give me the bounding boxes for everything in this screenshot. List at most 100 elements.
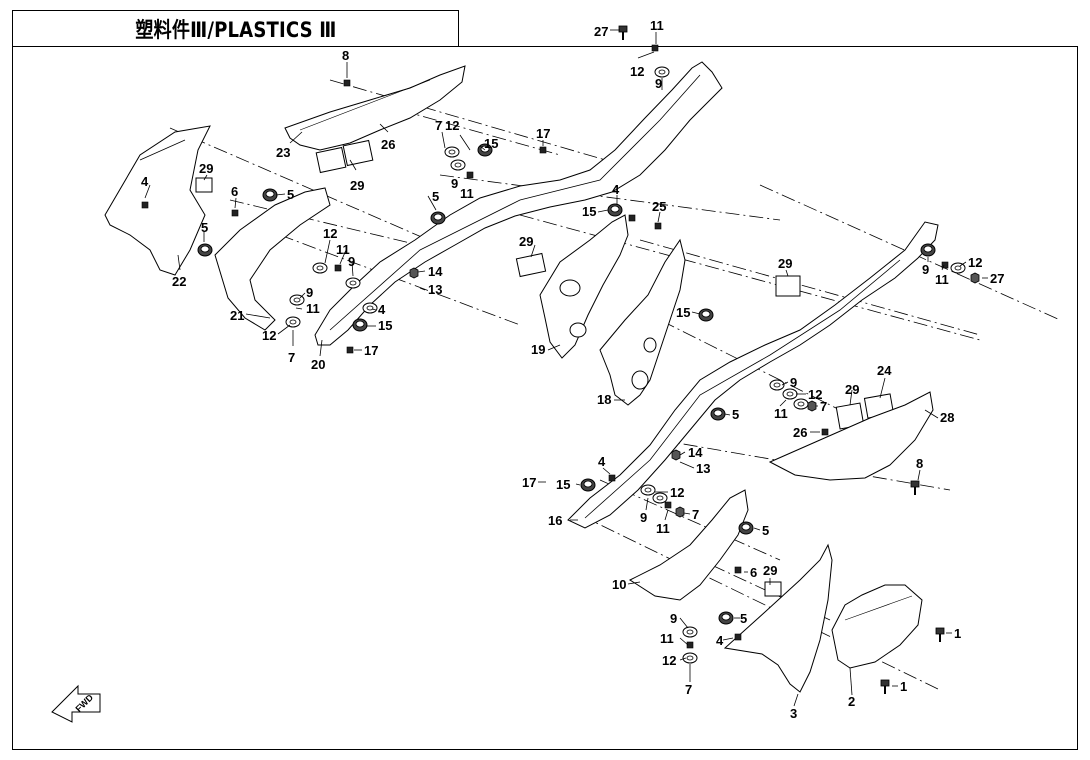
part-22-side-panel bbox=[104, 125, 211, 276]
callout-label: 11 bbox=[935, 272, 949, 287]
callout-label: 12 bbox=[323, 226, 337, 241]
callout-label: 28 bbox=[940, 410, 954, 425]
callout-label: 15 bbox=[378, 318, 392, 333]
callout-label: 8 bbox=[916, 456, 923, 471]
callout-label: 4 bbox=[612, 182, 620, 197]
callout-label: 15 bbox=[676, 305, 690, 320]
callout-label: 17 bbox=[536, 126, 550, 141]
part-21-bracket bbox=[214, 187, 331, 331]
callout-label: 26 bbox=[793, 425, 807, 440]
callout-label: 11 bbox=[650, 18, 664, 33]
callout-label: 4 bbox=[716, 633, 724, 648]
callout-label: 9 bbox=[655, 76, 662, 91]
callout-label: 9 bbox=[306, 285, 313, 300]
callout-label: 4 bbox=[598, 454, 606, 469]
callout-label: 6 bbox=[750, 565, 757, 580]
callout-label: 29 bbox=[199, 161, 213, 176]
callout-label: 15 bbox=[556, 477, 570, 492]
callout-label: 5 bbox=[432, 189, 439, 204]
callout-label: 8 bbox=[342, 48, 349, 63]
callout-label: 14 bbox=[688, 445, 703, 460]
part-2-cover bbox=[831, 584, 923, 669]
leader-lines bbox=[144, 29, 988, 707]
callout-label: 12 bbox=[445, 118, 459, 133]
callout-label: 15 bbox=[484, 136, 498, 151]
callout-label: 9 bbox=[670, 611, 677, 626]
callout-label: 25 bbox=[652, 199, 666, 214]
part-29-sticker-b bbox=[342, 139, 374, 167]
callout-label: 4 bbox=[141, 174, 149, 189]
callout-labels: 27 11 12 9 8 23 26 29 7 12 15 9 11 17 29… bbox=[141, 18, 1004, 721]
part-28-cowl bbox=[768, 391, 934, 481]
callout-label: 29 bbox=[845, 382, 859, 397]
drawing-frame bbox=[12, 46, 1078, 750]
callout-label: 9 bbox=[790, 375, 797, 390]
callout-label: 18 bbox=[597, 392, 611, 407]
part-19-panel bbox=[539, 214, 629, 359]
part-29-sticker-d bbox=[515, 252, 547, 278]
callout-label: 29 bbox=[778, 256, 792, 271]
callout-label: 7 bbox=[288, 350, 295, 365]
callout-label: 17 bbox=[522, 475, 536, 490]
callout-label: 11 bbox=[660, 631, 674, 646]
callout-label: 5 bbox=[287, 187, 294, 202]
callout-label: 13 bbox=[696, 461, 710, 476]
callout-label: 7 bbox=[685, 682, 692, 697]
part-29-sticker-a bbox=[315, 146, 347, 174]
callout-label: 9 bbox=[451, 176, 458, 191]
callout-label: 12 bbox=[808, 387, 822, 402]
callout-label: 12 bbox=[968, 255, 982, 270]
callout-label: 5 bbox=[732, 407, 739, 422]
callout-label: 11 bbox=[460, 186, 474, 201]
callout-label: 12 bbox=[670, 485, 684, 500]
callout-label: 22 bbox=[172, 274, 186, 289]
part-23-upper-cowl bbox=[284, 65, 466, 151]
callout-label: 23 bbox=[276, 145, 290, 160]
callout-label: 7 bbox=[435, 118, 442, 133]
callout-label: 5 bbox=[762, 523, 769, 538]
callout-label: 3 bbox=[790, 706, 797, 721]
callout-label: 4 bbox=[378, 302, 386, 317]
callout-label: 15 bbox=[582, 204, 596, 219]
callout-label: 7 bbox=[820, 399, 827, 414]
part-29-sticker-e bbox=[775, 275, 801, 297]
part-29-sticker-g bbox=[764, 581, 782, 597]
callout-label: 1 bbox=[900, 679, 907, 694]
callout-label: 11 bbox=[306, 301, 320, 316]
callout-label: 11 bbox=[656, 521, 670, 536]
callout-label: 21 bbox=[230, 308, 244, 323]
callout-label: 16 bbox=[548, 513, 562, 528]
callout-label: 27 bbox=[990, 271, 1004, 286]
callout-label: 9 bbox=[348, 254, 355, 269]
part-10-bracket bbox=[628, 489, 749, 601]
callout-label: 19 bbox=[531, 342, 545, 357]
callout-label: 5 bbox=[740, 611, 747, 626]
callout-label: 26 bbox=[381, 137, 395, 152]
callout-label: 13 bbox=[428, 282, 442, 297]
forward-direction-arrow: FWD bbox=[51, 684, 101, 723]
callout-label: 14 bbox=[428, 264, 443, 279]
part-16-rail bbox=[567, 221, 939, 529]
callout-label: 24 bbox=[877, 363, 892, 378]
callout-label: 9 bbox=[640, 510, 647, 525]
callout-label: 20 bbox=[311, 357, 325, 372]
callout-label: 11 bbox=[774, 406, 788, 421]
callout-label: 10 bbox=[612, 577, 626, 592]
callout-label: 17 bbox=[364, 343, 378, 358]
callout-label: 27 bbox=[594, 24, 608, 39]
callout-label: 11 bbox=[336, 242, 350, 257]
callout-label: 29 bbox=[350, 178, 364, 193]
callout-label: 7 bbox=[692, 507, 699, 522]
callout-label: 12 bbox=[662, 653, 676, 668]
part-29-sticker-c bbox=[195, 177, 213, 193]
part-3-panel bbox=[723, 543, 833, 693]
callout-label: 2 bbox=[848, 694, 855, 709]
part-18-panel bbox=[599, 238, 686, 406]
callout-label: 29 bbox=[763, 563, 777, 578]
callout-label: 5 bbox=[201, 220, 208, 235]
diagram-title: 塑料件Ⅲ/PLASTICS Ⅲ bbox=[134, 17, 337, 42]
callout-label: 6 bbox=[231, 184, 238, 199]
callout-label: 29 bbox=[519, 234, 533, 249]
